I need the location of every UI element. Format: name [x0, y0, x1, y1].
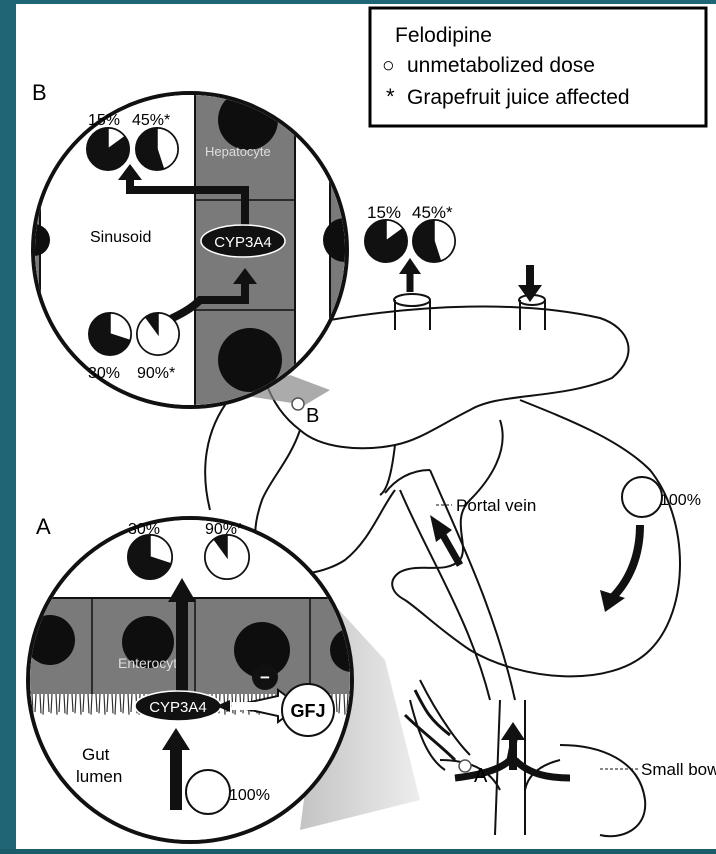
legend-star-text: Grapefruit juice affected [407, 86, 630, 109]
panel-b-top-left-label: 15% [88, 112, 120, 129]
inhibit-sign: − [260, 668, 270, 687]
gut-lumen-line2: lumen [76, 767, 122, 786]
panel-a-dose-pie [186, 770, 230, 814]
pie-unmetabolized-slice [205, 535, 249, 579]
panel-a-dose-label: 100% [229, 787, 270, 804]
panel-a-enzyme: CYP3A4 [149, 699, 207, 716]
panel-b-bottom-right-label: 90%* [137, 365, 175, 382]
portal-vein-label: Portal vein [456, 496, 536, 515]
stomach-dose-pie [622, 477, 662, 517]
panel-b-top-left-pie [87, 128, 129, 170]
panel-b-top-right-label: 45%* [132, 112, 170, 129]
panel-b-bottom-left-pie [89, 313, 131, 355]
gfj-label: GFJ [290, 701, 325, 721]
liver-output-left-pie [365, 220, 407, 262]
panel-b-top-right-pie [136, 128, 178, 170]
marker-b: B [306, 405, 319, 427]
legend-title: Felodipine [395, 24, 492, 47]
panel-b-letter: B [32, 80, 47, 105]
gut-lumen-line1: Gut [82, 745, 110, 764]
panel-a-right-pie [205, 535, 249, 579]
small-bowel-label: Small bowe [641, 760, 716, 779]
sinusoid-label: Sinusoid [90, 229, 151, 246]
marker-a: A [474, 765, 488, 787]
pie-unmetabolized-slice [137, 313, 179, 355]
panel-a-letter: A [36, 514, 51, 539]
liver-output-right-pie [413, 220, 455, 262]
legend-star-symbol: * [386, 84, 395, 109]
panel-b-bottom-right-pie [137, 313, 179, 355]
stomach-dose-label: 100% [660, 492, 701, 509]
legend-circle-text: unmetabolized dose [407, 54, 595, 77]
pie-base [186, 770, 230, 814]
panel-b-bottom-left-label: 30% [88, 365, 120, 382]
hepatocyte-label: Hepatocyte [205, 144, 271, 159]
legend: Felodipine ○ unmetabolized dose * Grapef… [370, 8, 706, 126]
legend-circle-symbol: ○ [382, 54, 395, 77]
panel-a-left-pie [128, 535, 172, 579]
panel-b-enzyme: CYP3A4 [214, 234, 272, 251]
enterocyte-label: Enterocyte [118, 655, 185, 671]
